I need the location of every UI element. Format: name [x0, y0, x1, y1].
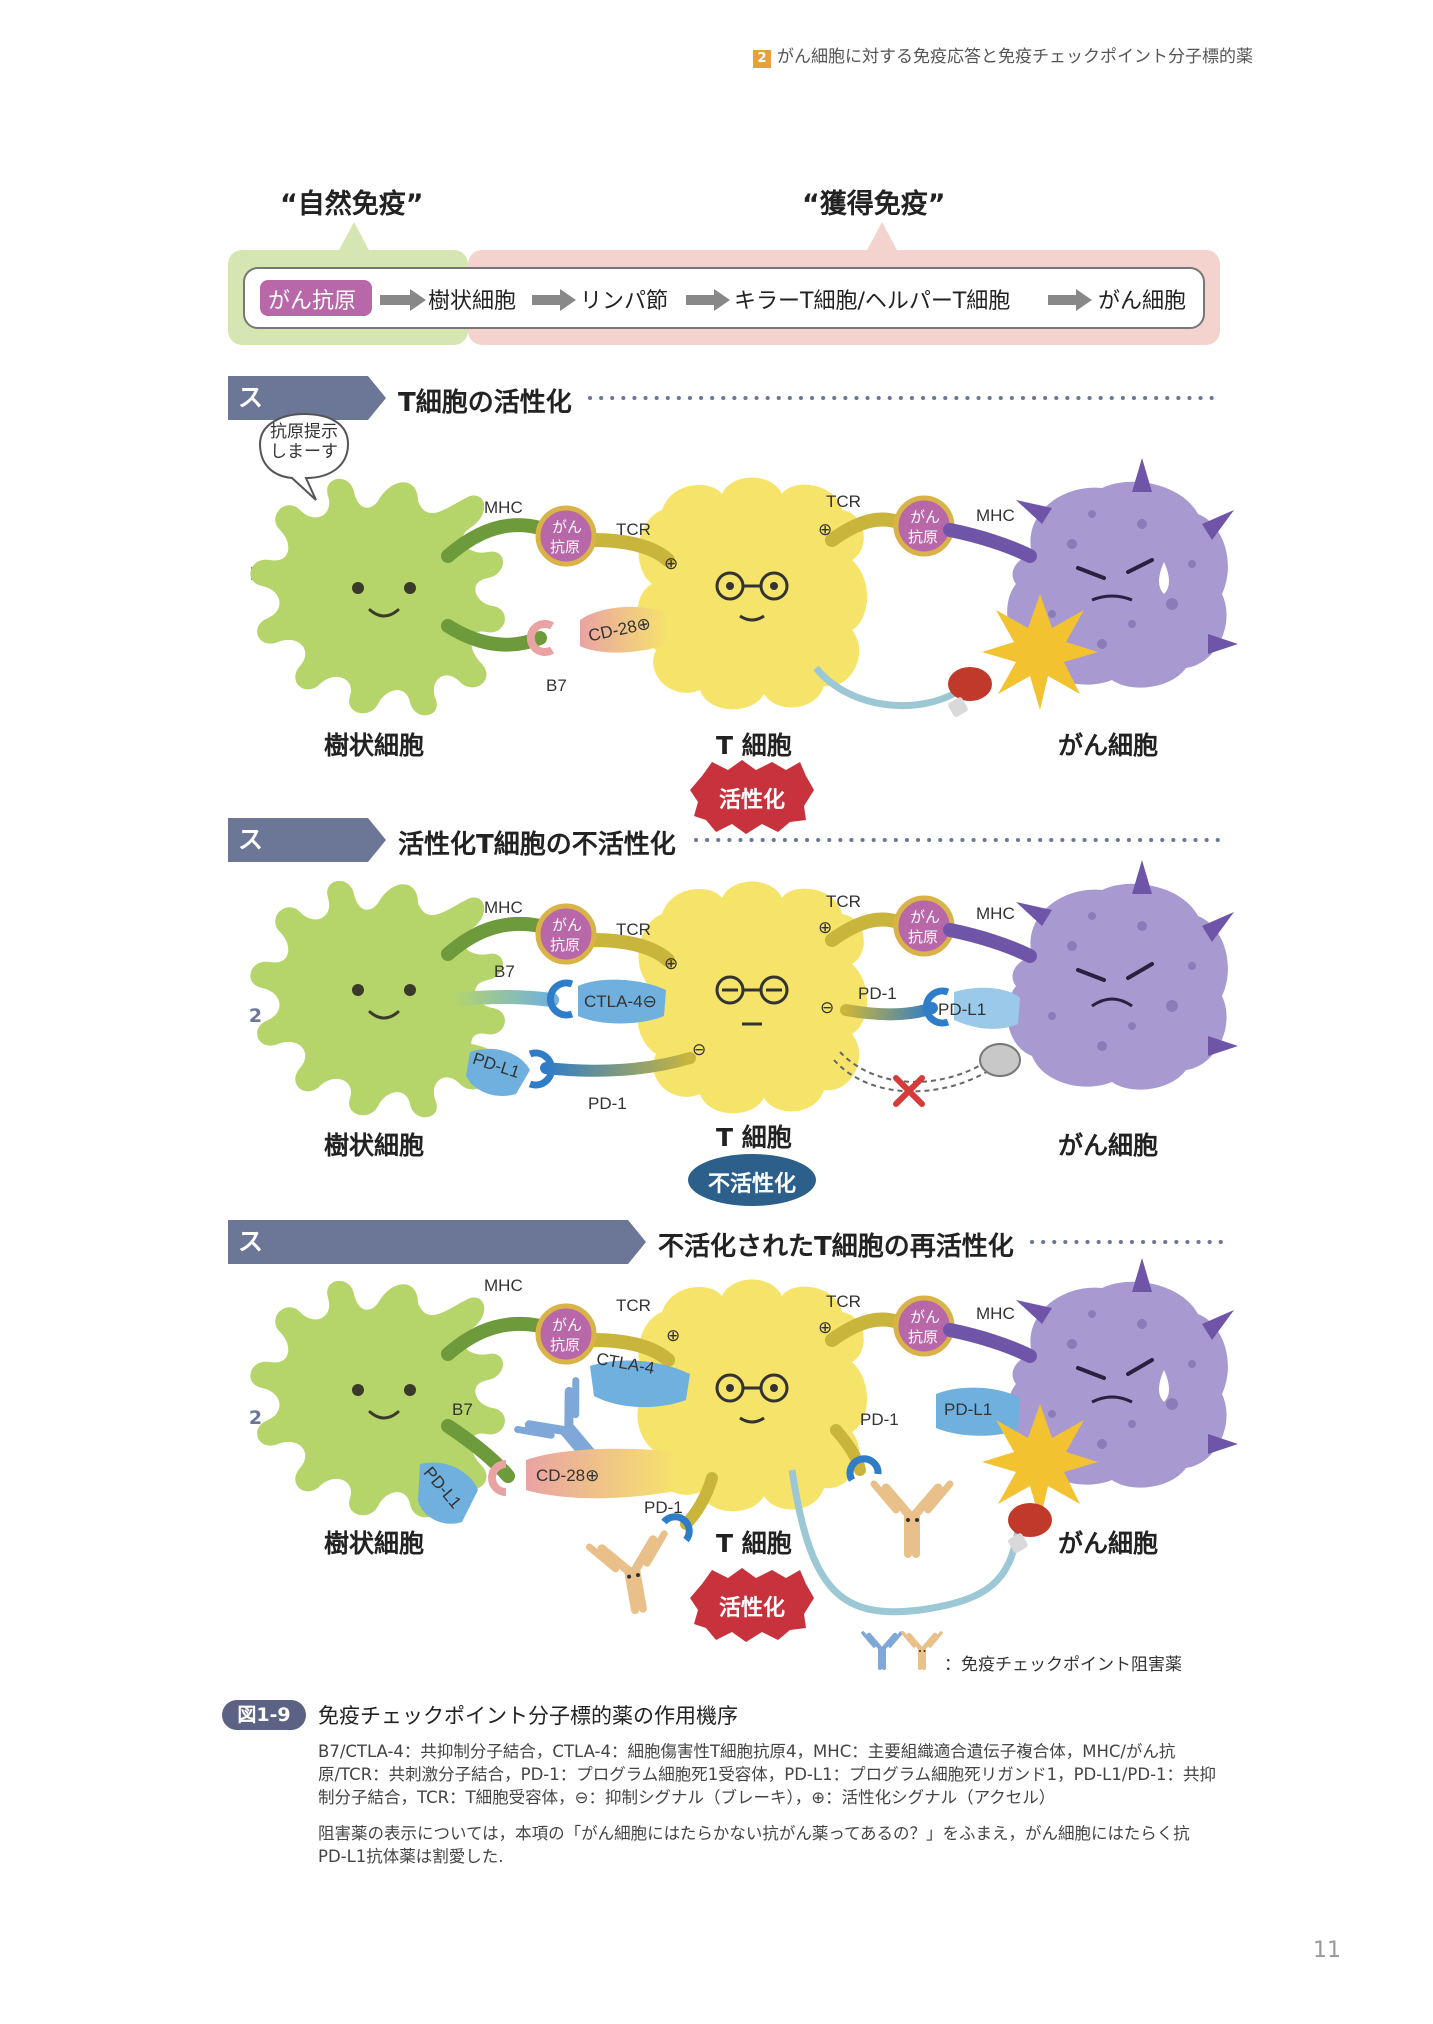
tcr-label-p2-left: TCR — [616, 920, 651, 939]
acquired-immunity-label: “獲得免疫” — [802, 189, 946, 220]
cancer-cell-3 — [1007, 1258, 1238, 1488]
b7-label-p3: B7 — [452, 1400, 473, 1419]
mhc-label-p2-right: MHC — [976, 904, 1015, 923]
cancer-cell-label-3: がん細胞 — [1058, 1529, 1159, 1558]
antigen-label-p2-b: 抗原 — [550, 937, 581, 954]
t-cell-label-2: T 細胞 — [716, 1123, 792, 1152]
pdl1-label-p2-right: PD-L1 — [938, 1000, 987, 1019]
antigen-label-p1-d: 抗原 — [908, 529, 939, 546]
step-2-title: 活性化T細胞の不活性化 — [398, 830, 676, 860]
step-3-title: 不活化されたT細胞の再活性化 — [658, 1232, 1014, 1262]
pd1-label-p3-right: PD-1 — [860, 1410, 899, 1429]
section-number: 2 — [753, 50, 771, 68]
immunity-flow-background — [228, 222, 1220, 345]
innate-immunity-label: “自然免疫” — [280, 189, 424, 220]
antigen-label-p3-a: がん — [552, 1317, 583, 1334]
plus-icon: ⊕ — [664, 954, 679, 973]
page-header: 2 がん細胞に対する免疫応答と免疫チェックポイント分子標的薬 — [753, 42, 1253, 68]
legend-antibody-beige-icon — [903, 1633, 941, 1668]
panel-step-2 — [248, 860, 1238, 1119]
b7-label-p2: B7 — [494, 962, 515, 981]
flow-arrows — [380, 289, 1092, 311]
mhc-label-p2-left: MHC — [484, 898, 523, 917]
ctla4-label-p2: CTLA-4⊖ — [584, 992, 657, 1011]
pdl1-label-p3-right: PD-L1 — [944, 1400, 993, 1419]
t-cell-label-1: T 細胞 — [716, 731, 792, 760]
figure-tag: 図1-9 — [222, 1700, 306, 1730]
dendritic-cell-label-1: 樹状細胞 — [324, 731, 425, 760]
cd28-label-p3: CD-28⊕ — [536, 1466, 600, 1485]
antigen-label-p3-c: がん — [910, 1309, 941, 1326]
tcr-label-p1-right: TCR — [826, 492, 861, 511]
plus-icon: ⊕ — [818, 918, 833, 937]
flow-item-killer-helper-t: キラーT細胞/ヘルパーT細胞 — [734, 289, 1011, 314]
section-title: がん細胞に対する免疫応答と免疫チェックポイント分子標的薬 — [777, 47, 1253, 67]
figure-note: 阻害薬の表示については，本項の「がん細胞にはたらかない抗がん薬ってあるの？」をふ… — [318, 1824, 1190, 1866]
tcr-label-p3-left: TCR — [616, 1296, 651, 1315]
plus-icon: ⊕ — [664, 554, 679, 573]
mechanism-diagram — [248, 412, 1238, 1700]
legend-text: ：免疫チェックポイント阻害薬 — [944, 1655, 1182, 1674]
cancer-cell-label-2: がん細胞 — [1058, 1131, 1159, 1160]
dendritic-cell-1 — [248, 477, 507, 717]
pd1-label-p2-right: PD-1 — [858, 984, 897, 1003]
inactivated-badge-label: 不活性化 — [707, 1172, 796, 1197]
antigen-label-p3-d: 抗原 — [908, 1329, 939, 1346]
flow-item-dendritic-cell: 樹状細胞 — [428, 289, 517, 314]
dendritic-cell-label-3: 樹状細胞 — [324, 1529, 425, 1558]
plus-icon: ⊕ — [818, 520, 833, 539]
pd1-label-p3-left: PD-1 — [644, 1498, 683, 1517]
plus-icon: ⊕ — [666, 1326, 681, 1345]
antigen-label-p2-c: がん — [910, 909, 941, 926]
t-cell-2 — [637, 881, 868, 1114]
antigen-label-p2-d: 抗原 — [908, 929, 939, 946]
flow-item-lymph-node: リンパ節 — [580, 289, 669, 314]
tcr-label-p3-right: TCR — [826, 1292, 861, 1311]
pd1-label-p2-left: PD-1 — [588, 1094, 627, 1113]
flow-arrow-icon — [532, 289, 576, 311]
antigen-label-p2-a: がん — [552, 917, 583, 934]
speech-bubble: 抗原提示 しまーす — [270, 422, 338, 461]
mhc-label-p3-left: MHC — [484, 1276, 523, 1295]
tcr-label-p1-left: TCR — [616, 520, 651, 539]
antigen-label-p1-b: 抗原 — [550, 539, 581, 556]
mhc-label-p1-right: MHC — [976, 506, 1015, 525]
minus-icon: ⊖ — [820, 998, 835, 1017]
activated-badge-label-2: 活性化 — [718, 1596, 785, 1621]
cancer-cell-1 — [1007, 458, 1238, 688]
antigen-label-p3-b: 抗原 — [550, 1337, 581, 1354]
activated-badge-1 — [690, 760, 814, 834]
t-cell-3 — [637, 1279, 868, 1512]
tcr-label-p2-right: TCR — [826, 892, 861, 911]
flow-arrow-icon — [380, 289, 426, 311]
panel-step-1 — [248, 412, 1238, 719]
legend-antibody-blue-icon — [863, 1633, 901, 1668]
page-number: 11 — [1313, 1938, 1341, 1963]
dendritic-cell-label-2: 樹状細胞 — [324, 1131, 425, 1160]
activated-badge-2 — [690, 1568, 814, 1642]
step-1-tag: ステップ — [238, 383, 264, 544]
panel-step-3 — [248, 1258, 1238, 1616]
mhc-label-p1-left: MHC — [484, 498, 523, 517]
antigen-label-p1-a: がん — [552, 519, 583, 536]
flow-arrow-icon — [686, 289, 730, 311]
plus-icon: ⊕ — [818, 1318, 833, 1337]
cancer-cell-label-1: がん細胞 — [1058, 731, 1159, 760]
minus-icon: ⊖ — [692, 1040, 707, 1059]
b7-label-p1: B7 — [546, 676, 567, 695]
flow-item-cancer-cell: がん細胞 — [1098, 289, 1187, 314]
inactivated-badge — [688, 1154, 816, 1206]
mhc-label-p3-right: MHC — [976, 1304, 1015, 1323]
flow-arrow-icon — [1048, 289, 1092, 311]
figure-abbreviations: B7/CTLA-4：共抑制分子結合，CTLA-4：細胞傷害性T細胞抗原4，MHC… — [318, 1742, 1217, 1807]
step-dotted-lines — [588, 396, 1224, 1244]
figure-title: 免疫チェックポイント分子標的薬の作用機序 — [318, 1704, 738, 1728]
activated-badge-label-1: 活性化 — [718, 788, 785, 813]
step-1-title: T細胞の活性化 — [398, 388, 572, 418]
flow-item-cancer-antigen: がん抗原 — [268, 289, 357, 314]
t-cell-1 — [637, 477, 868, 710]
cancer-cell-2 — [1007, 860, 1238, 1090]
antigen-label-p1-c: がん — [910, 509, 941, 526]
t-cell-label-3: T 細胞 — [716, 1529, 792, 1558]
